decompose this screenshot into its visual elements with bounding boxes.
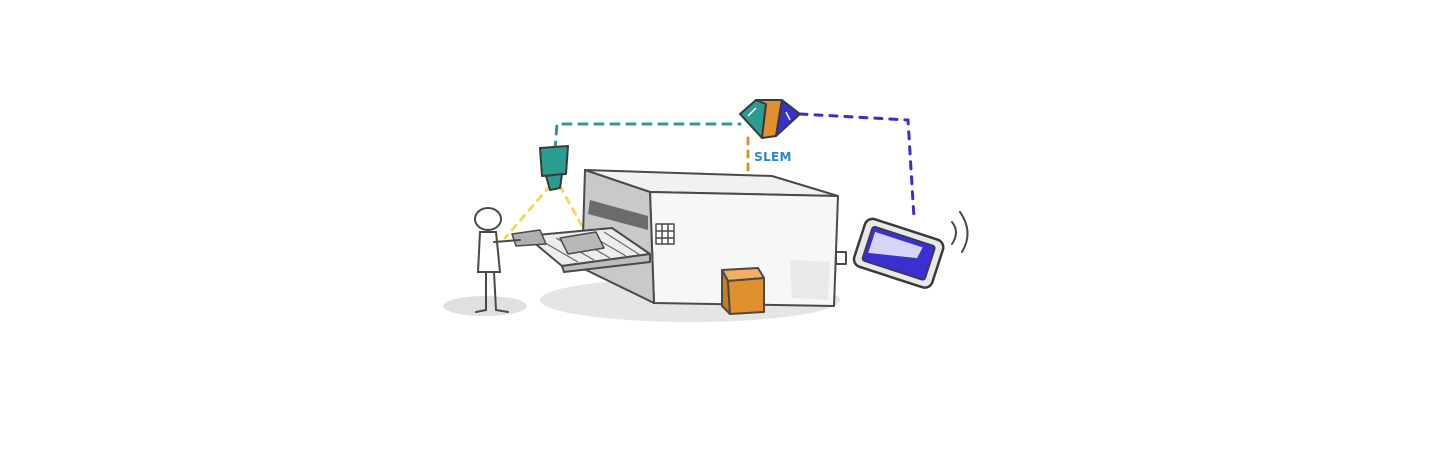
tablet-icon: [852, 217, 945, 289]
yellow-link-line-right: [558, 184, 584, 228]
yellow-link-line-left: [503, 184, 552, 240]
teal-link-line: [553, 122, 742, 152]
camera-icon: [539, 145, 569, 191]
hub-label: SLEM: [754, 150, 792, 164]
blue-link-line: [798, 112, 916, 220]
diamond-gem-icon: [739, 99, 801, 139]
person-icon: [474, 207, 521, 313]
control-panel-icon: [655, 223, 675, 245]
signal-waves-icon: [951, 211, 969, 253]
conveyor-tray: [511, 227, 651, 273]
box-icon: [721, 267, 765, 315]
